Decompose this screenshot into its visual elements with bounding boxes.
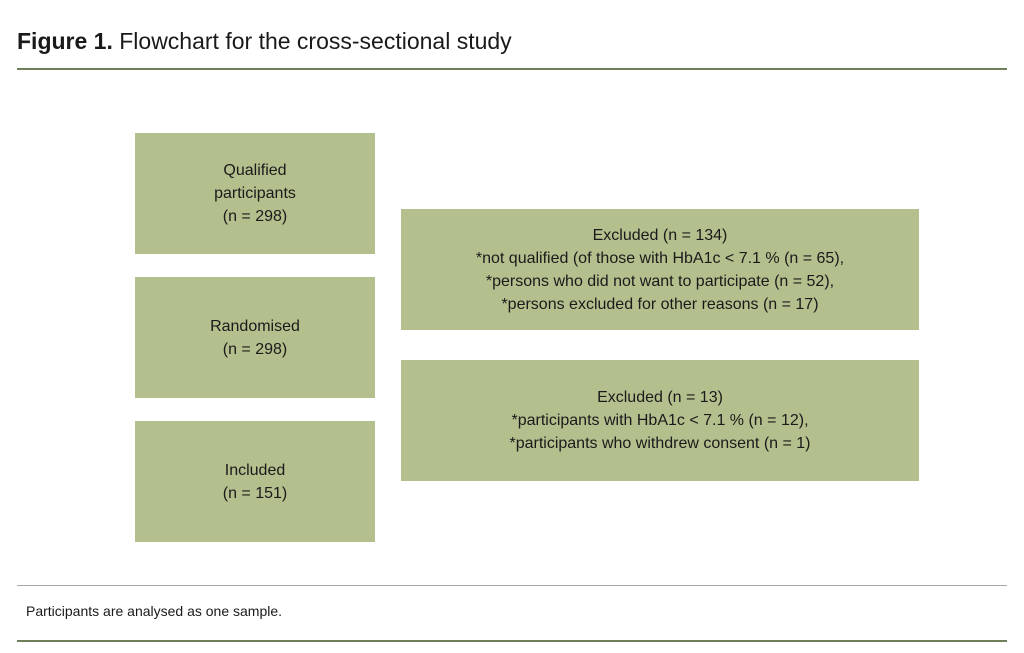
randomised-label: Randomised [210, 317, 300, 335]
excluded-second-reason-2: *participants who withdrew consent (n = … [509, 435, 811, 452]
included-box: Included (n = 151) [135, 421, 375, 542]
included-label: Included [224, 461, 286, 479]
qualified-count: (n = 298) [222, 208, 288, 225]
excluded-second-heading: Excluded (n = 13) [597, 389, 723, 406]
figure-caption: Flowchart for the cross-sectional study [119, 28, 512, 54]
bottom-divider [17, 640, 1007, 642]
excluded-first-reason-3: *persons excluded for other reasons (n =… [501, 295, 819, 313]
included-count: (n = 151) [222, 484, 288, 502]
qualified-line-1: Qualified [223, 162, 287, 179]
randomised-count: (n = 298) [222, 340, 288, 358]
randomised-box: Randomised (n = 298) [135, 277, 375, 398]
excluded-first-reason-2: *persons who did not want to participate… [485, 272, 835, 290]
footnote: Participants are analysed as one sample. [26, 603, 283, 619]
excluded-first-heading: Excluded (n = 134) [592, 226, 728, 244]
excluded-first-box: Excluded (n = 134) *not qualified (of th… [401, 209, 919, 330]
footnote-divider [17, 585, 1007, 586]
figure-title: Figure 1. Flowchart for the cross-sectio… [17, 26, 512, 56]
excluded-first-reason-1: *not qualified (of those with HbA1c < 7.… [475, 249, 845, 267]
qualified-participants-box: Qualified participants (n = 298) [135, 133, 375, 254]
excluded-second-box: Excluded (n = 13) *participants with HbA… [401, 360, 919, 481]
figure-label: Figure 1. [17, 28, 113, 54]
excluded-second-reason-1: *participants with HbA1c < 7.1 % (n = 12… [511, 412, 809, 429]
qualified-line-2: participants [214, 185, 296, 202]
top-divider [17, 68, 1007, 70]
